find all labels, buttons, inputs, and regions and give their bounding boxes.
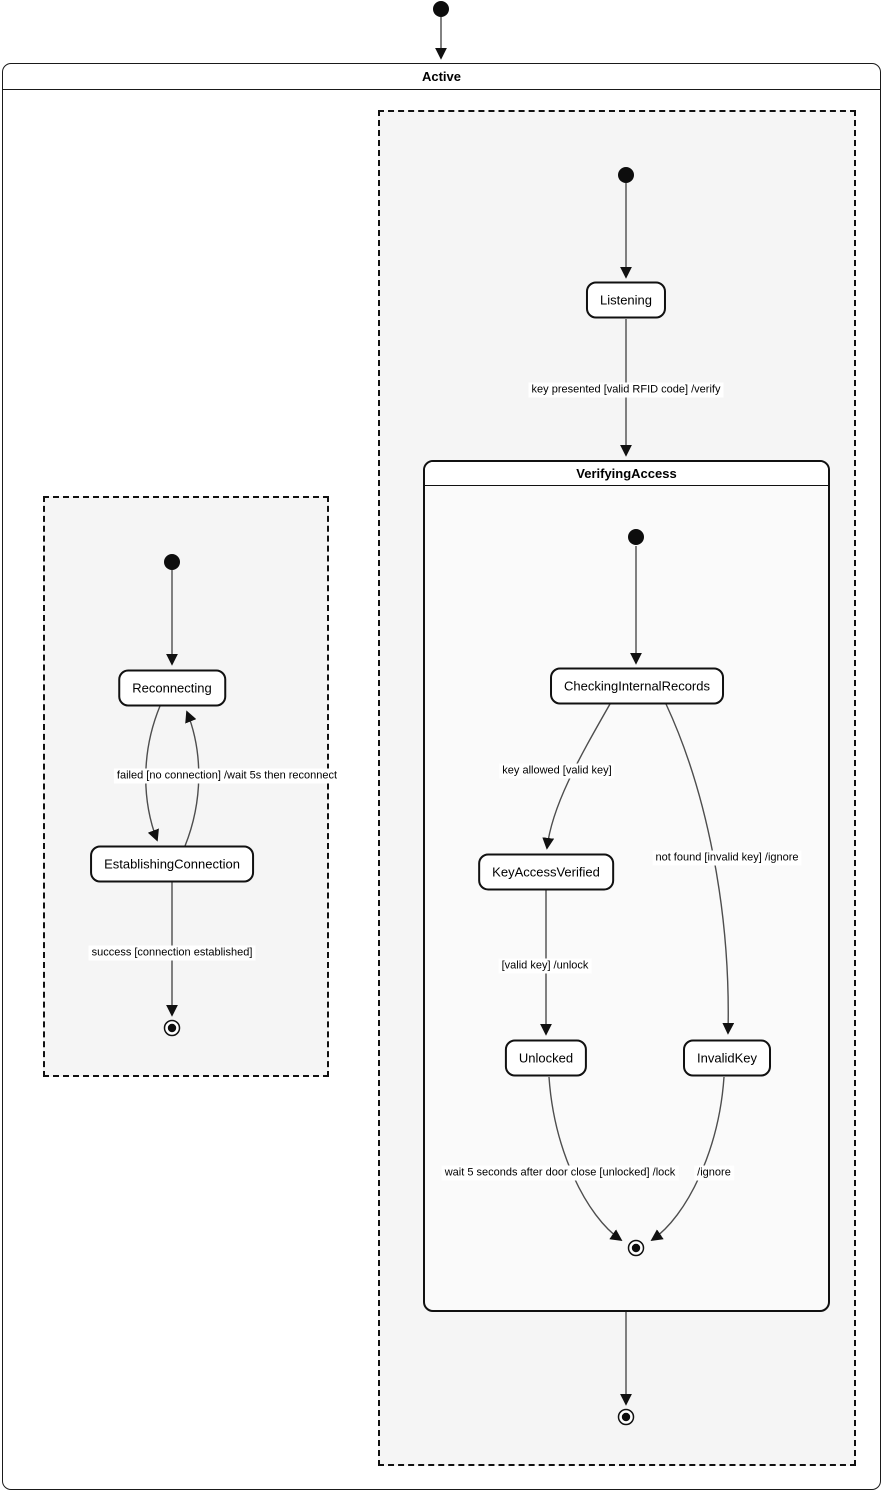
state-key-access-verified: KeyAccessVerified	[478, 853, 614, 891]
initial-state-root	[433, 1, 449, 17]
state-establishing-connection: EstablishingConnection	[90, 845, 254, 883]
label-not-found: not found [invalid key] /ignore	[652, 850, 802, 866]
active-state-title: Active	[3, 64, 880, 90]
label-key-presented: key presented [valid RFID code] /verify	[528, 382, 724, 398]
state-listening: Listening	[585, 281, 667, 319]
state-reconnecting: Reconnecting	[118, 669, 226, 707]
state-invalid-key: InvalidKey	[683, 1039, 771, 1077]
state-unlocked: Unlocked	[504, 1039, 588, 1077]
connection-region	[43, 496, 329, 1077]
label-valid-key-unlock: [valid key] /unlock	[498, 958, 592, 974]
label-failed: failed [no connection] /wait 5s then rec…	[113, 768, 341, 784]
state-checking-internal-records: CheckingInternalRecords	[550, 667, 724, 705]
label-ignore: /ignore	[694, 1165, 734, 1181]
label-wait-lock: wait 5 seconds after door close [unlocke…	[441, 1165, 679, 1181]
label-key-allowed: key allowed [valid key]	[499, 763, 615, 779]
verifying-access-title: VerifyingAccess	[425, 462, 828, 486]
label-success: success [connection established]	[88, 945, 256, 961]
